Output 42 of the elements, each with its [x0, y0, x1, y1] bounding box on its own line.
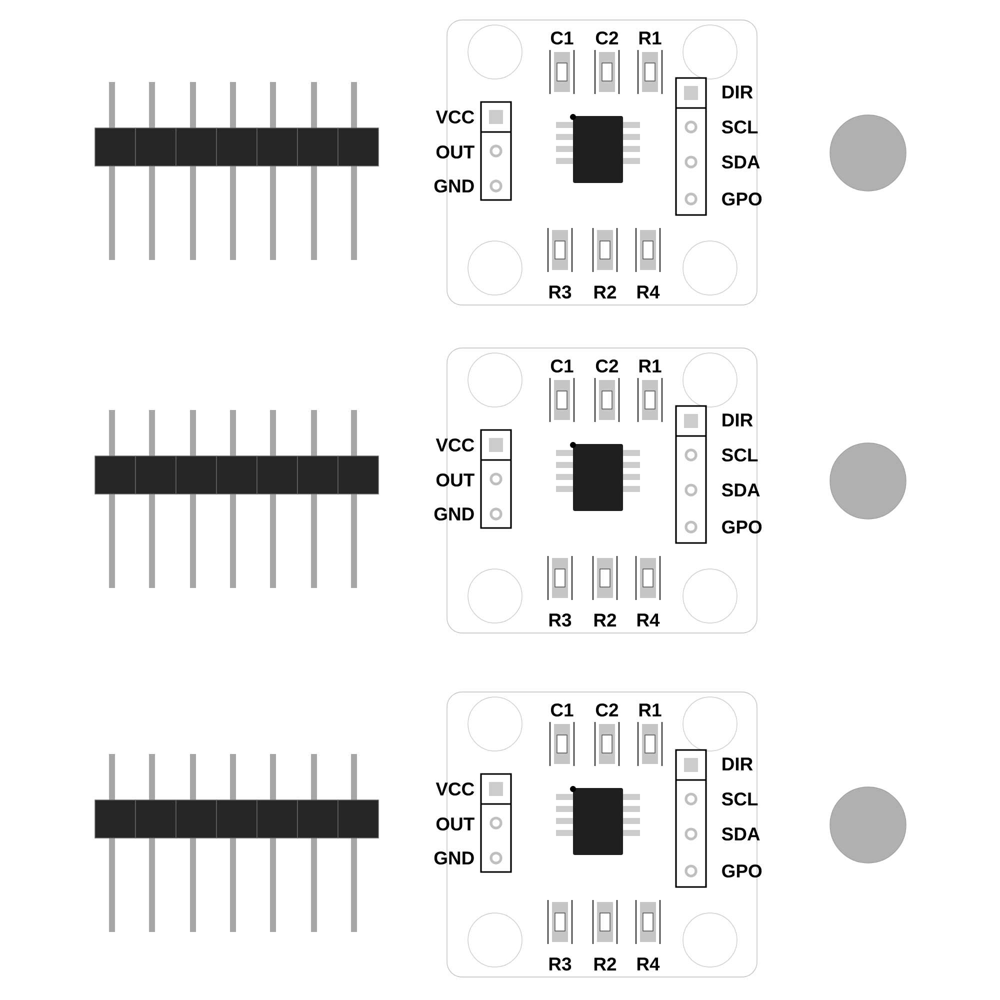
silkscreen-label: R3 — [549, 957, 572, 971]
silkscreen-label: SCL — [722, 120, 758, 134]
silkscreen-label: GND — [434, 852, 474, 865]
silkscreen-label: R2 — [594, 286, 616, 298]
silkscreen-label: GND — [434, 508, 474, 521]
silkscreen-label: SDA — [722, 155, 760, 169]
silkscreen-label: DIR — [722, 758, 753, 770]
magnet-disc — [830, 442, 906, 520]
silkscreen-label: GPO — [722, 864, 762, 878]
silkscreen-label: R4 — [637, 286, 660, 298]
silkscreen-label: GPO — [722, 192, 762, 206]
silkscreen-label: R2 — [594, 614, 616, 626]
silkscreen-label: SCL — [722, 792, 758, 806]
silkscreen-label: OUT — [436, 145, 474, 159]
magnet-disc — [830, 114, 906, 192]
silkscreen-label: C1 — [550, 359, 574, 373]
silkscreen-label: DIR — [722, 414, 753, 426]
silkscreen-label: C2 — [596, 31, 618, 45]
silkscreen-label: C1 — [550, 31, 574, 45]
silkscreen-label: R3 — [549, 285, 572, 299]
silkscreen-label: VCC — [436, 438, 474, 452]
silkscreen-label: SDA — [722, 484, 760, 497]
silkscreen-label: OUT — [436, 818, 474, 831]
silkscreen-label: OUT — [436, 474, 474, 487]
magnet-disc — [830, 786, 906, 864]
silkscreen-label: DIR — [722, 86, 753, 98]
silkscreen-label: SDA — [722, 828, 760, 841]
silkscreen-label: R4 — [637, 614, 660, 626]
silkscreen-label: SCL — [722, 448, 758, 462]
silkscreen-label: C2 — [596, 359, 618, 373]
silkscreen-label: R1 — [639, 704, 662, 716]
silkscreen-label: GND — [434, 179, 474, 193]
silkscreen-label: R1 — [639, 32, 662, 44]
silkscreen-label: R2 — [594, 958, 616, 970]
silkscreen-label: R1 — [639, 360, 662, 372]
silkscreen-label: R4 — [637, 958, 660, 970]
silkscreen-label: C1 — [550, 704, 574, 717]
silkscreen-label: R3 — [549, 613, 572, 627]
silkscreen-label: C2 — [596, 704, 618, 717]
silkscreen-label: GPO — [722, 520, 762, 534]
silkscreen-label: VCC — [436, 782, 474, 796]
silkscreen-label: VCC — [436, 110, 474, 124]
